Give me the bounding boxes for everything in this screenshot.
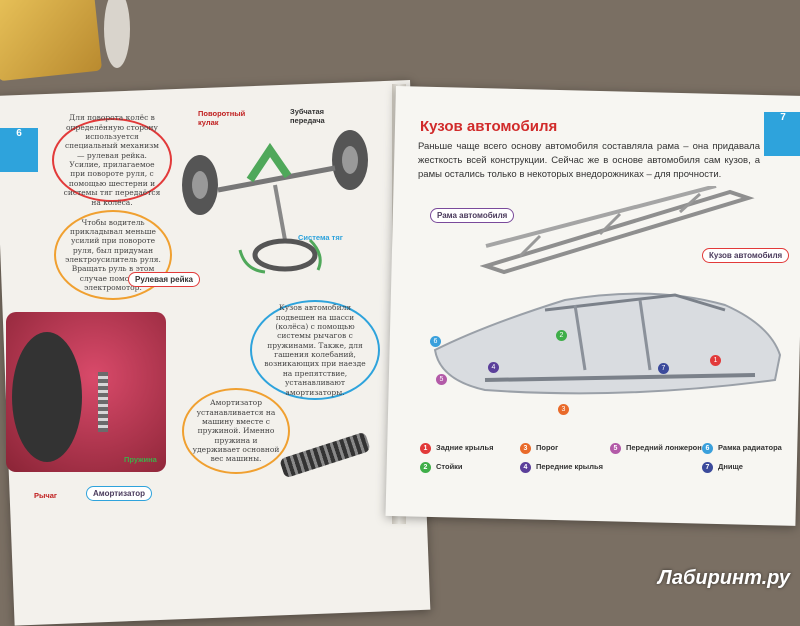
- legend-label-4: Передние крылья: [536, 462, 603, 471]
- legend-num-7: 7: [702, 462, 713, 473]
- wheel-right: [332, 130, 368, 190]
- shock-label: Амортизатор: [86, 486, 152, 501]
- legend-label-5: Передний лонжерон: [626, 443, 702, 452]
- booster-callout-text: Чтобы водитель прикладывал меньше усилий…: [65, 217, 161, 293]
- legend-num-3: 3: [520, 443, 531, 454]
- marker-4: 4: [488, 362, 499, 373]
- rack-callout-text: Для поворота колёс в определённую сторон…: [63, 113, 161, 207]
- legend-label-7: Днище: [718, 462, 743, 471]
- page-number-left: 6: [0, 128, 38, 172]
- rack-label: Рулевая рейка: [128, 272, 200, 287]
- car-frame-diagram: [480, 186, 755, 275]
- lever-label: Рычаг: [34, 491, 58, 500]
- frame-label: Рама автомобиля: [430, 208, 515, 223]
- knuckle-label: Поворотный кулак: [198, 109, 246, 127]
- legend-num-5: 5: [610, 443, 621, 454]
- page-title: Кузов автомобиля: [420, 118, 558, 135]
- legend-num-1: 1: [420, 443, 431, 454]
- body-label: Кузов автомобиля: [702, 248, 790, 263]
- marker-3: 3: [558, 404, 569, 415]
- tie-rod: [217, 165, 336, 193]
- marker-7: 7: [658, 363, 669, 374]
- tire: [12, 332, 82, 462]
- suspension-callout-text: Кузов автомобиля подвешен на шасси (колё…: [264, 303, 366, 397]
- suspension-callout: Кузов автомобиля подвешен на шасси (колё…: [250, 300, 380, 400]
- plate: [104, 0, 130, 68]
- steering-diagram: [182, 130, 368, 274]
- spring-illustration: [98, 372, 108, 432]
- booster-callout: Чтобы водитель прикладывал меньше усилий…: [54, 210, 172, 300]
- marker-1: 1: [710, 355, 721, 366]
- legend: 1 Задние крылья 3 Порог 5 Передний лонже…: [420, 443, 782, 473]
- marker-6: 6: [430, 336, 441, 347]
- car-body-diagram: [433, 292, 782, 395]
- legend-item-4: 4 Передние крылья: [520, 462, 610, 473]
- legend-label-2: Стойки: [436, 462, 463, 471]
- spring-label: Пружина: [124, 455, 157, 464]
- page-number-left-text: 6: [16, 128, 22, 139]
- page-number-right-text: 7: [780, 112, 786, 123]
- marker-2: 2: [556, 330, 567, 341]
- rotate-arrow-right: [308, 238, 322, 271]
- gear-label: Зубчатая передача: [290, 107, 325, 125]
- legend-item-3: 3 Порог: [520, 443, 610, 454]
- wheel-left: [182, 155, 218, 215]
- steering-wheel: [252, 238, 318, 272]
- legend-label-3: Порог: [536, 443, 559, 452]
- green-arrow: [246, 142, 292, 183]
- rotate-arrow-left: [238, 249, 266, 274]
- legend-label-6: Рамка радиатора: [718, 443, 782, 452]
- legend-num-6: 6: [702, 443, 713, 454]
- toy-box: [0, 0, 103, 82]
- shock-callout: Амортизатор устанавливается на машину вм…: [182, 388, 290, 474]
- legend-num-2: 2: [420, 462, 431, 473]
- legend-item-6: 6 Рамка радиатора: [702, 443, 782, 454]
- legend-item-7: 7 Днище: [702, 462, 782, 473]
- rods-label: Система тяг: [298, 233, 343, 242]
- rack-callout: Для поворота колёс в определённую сторон…: [52, 113, 172, 207]
- legend-item-5: 5 Передний лонжерон: [610, 443, 702, 454]
- intro-text: Раньше чаще всего основу автомобиля сост…: [418, 141, 760, 180]
- page-number-right: 7: [764, 112, 800, 156]
- marker-5: 5: [436, 374, 447, 385]
- legend-item-2: 2 Стойки: [420, 462, 520, 473]
- watermark-logo: Лабиринт.ру: [657, 567, 790, 589]
- shock-callout-text: Амортизатор устанавливается на машину вм…: [192, 398, 280, 464]
- steering-column: [273, 184, 287, 241]
- legend-item-1: 1 Задние крылья: [420, 443, 520, 454]
- car-front-image: [6, 312, 166, 472]
- legend-num-4: 4: [520, 462, 531, 473]
- legend-label-1: Задние крылья: [436, 443, 494, 452]
